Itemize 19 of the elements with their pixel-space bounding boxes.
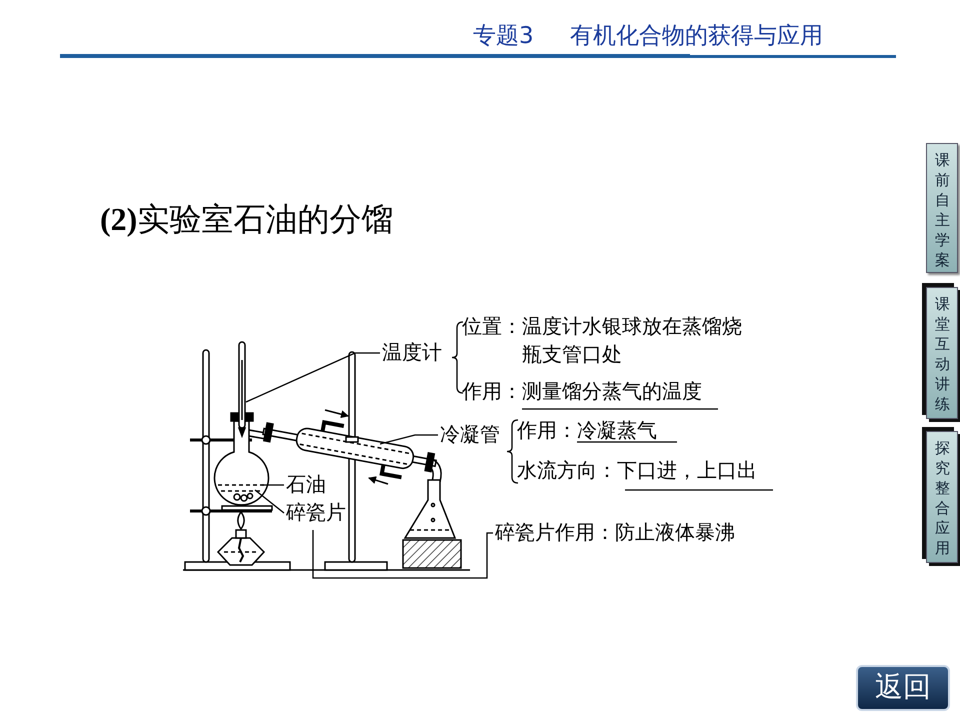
leader-line [254, 490, 284, 514]
header-text: 有机化合物的获得与应用 [570, 22, 823, 51]
callout-label: 冷凝管 [440, 422, 504, 448]
section-title: (2)实验室石油的分馏 [100, 200, 394, 239]
callout-label: 碎瓷片 [286, 500, 352, 526]
callout-label: 温度计 [382, 340, 448, 366]
callout-label: 水流方向：下口进，上口出 [517, 458, 777, 484]
leader-line [262, 484, 284, 486]
nav-tab: 课前自主学案 [926, 143, 958, 273]
callout-label: 位置：温度计水银球放在蒸馏烧瓶支管口处 [462, 313, 752, 367]
callout-label: 作用：测量馏分蒸气的温度 [462, 379, 724, 405]
callout-label: 碎瓷片作用：防止液体暴沸 [495, 520, 765, 546]
callout-label: 作用：冷凝蒸气 [517, 418, 677, 444]
header-text: 专题3 [473, 22, 534, 51]
leader-line [312, 530, 493, 579]
leader-line [246, 352, 380, 403]
leader-line [380, 434, 438, 445]
back-button: 返回 [856, 665, 950, 711]
callout-label: 石油 [286, 472, 330, 498]
